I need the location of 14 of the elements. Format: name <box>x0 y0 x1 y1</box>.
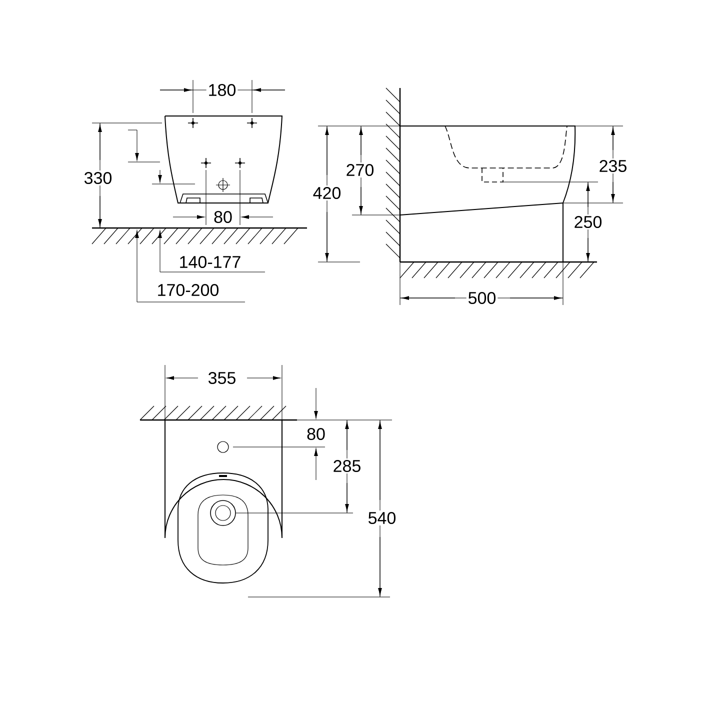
dimension-label: 540 <box>366 510 398 526</box>
dimension-label: 330 <box>82 170 114 186</box>
dimension-label: 285 <box>331 458 363 474</box>
dimension-label: 140-177 <box>177 254 243 270</box>
dimension-label: 235 <box>597 158 629 174</box>
dimension-label: 180 <box>206 82 238 98</box>
dimension-label: 420 <box>311 185 343 201</box>
dimension-label: 80 <box>305 426 327 442</box>
dimension-label: 500 <box>466 290 498 306</box>
dimension-label: 80 <box>212 209 234 225</box>
dimension-label: 250 <box>572 214 604 230</box>
dimension-label: 355 <box>206 370 238 386</box>
dimension-label: 270 <box>344 162 376 178</box>
dimension-label: 170-200 <box>155 282 221 298</box>
